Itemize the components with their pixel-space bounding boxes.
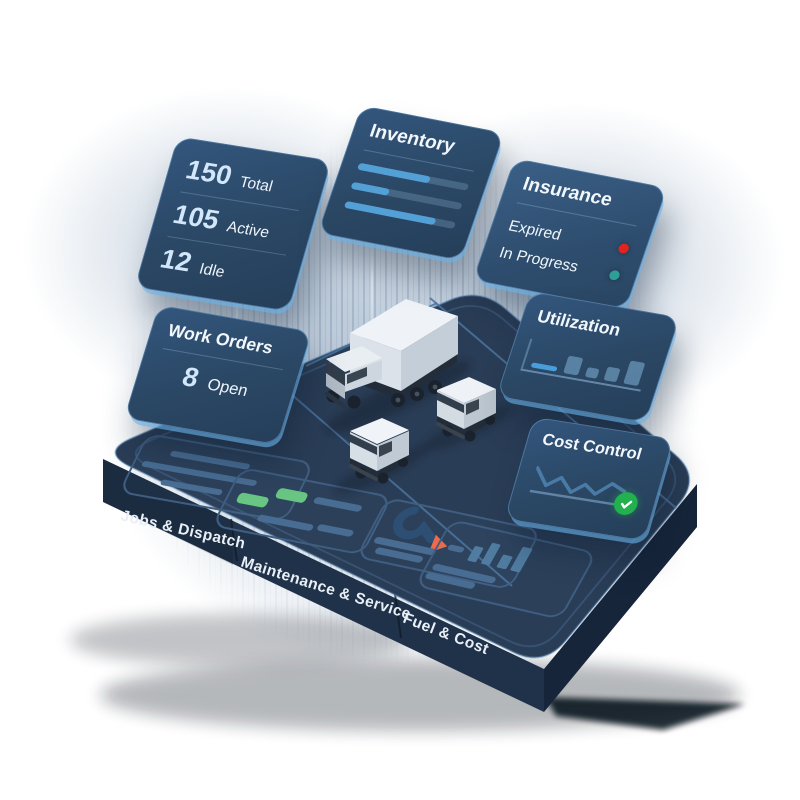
wheel bbox=[485, 415, 495, 425]
wrench-icon bbox=[393, 506, 437, 544]
chart-bar bbox=[563, 355, 584, 376]
sparkline-baseline bbox=[529, 489, 619, 506]
in-progress-status-dot-icon bbox=[607, 269, 622, 281]
bumper bbox=[349, 464, 378, 481]
stat-value: 12 bbox=[157, 243, 196, 278]
van-roof bbox=[437, 377, 496, 403]
cost-control-card: Cost Control bbox=[504, 416, 674, 542]
card-title: Inventory bbox=[366, 120, 458, 158]
wheel-hub bbox=[432, 384, 438, 390]
stat-label: Idle bbox=[197, 260, 227, 281]
wheel bbox=[464, 430, 476, 442]
wheel-hub bbox=[414, 391, 420, 397]
van-side-window bbox=[379, 441, 392, 457]
expired-status-dot-icon bbox=[617, 242, 631, 255]
chart-bar bbox=[623, 360, 646, 387]
cost-sparkline-chart bbox=[529, 466, 627, 506]
bumper bbox=[436, 422, 465, 439]
ground-shadow-left bbox=[70, 614, 410, 666]
van-side bbox=[377, 431, 409, 471]
sparkline bbox=[535, 466, 627, 496]
hard-shadow-wedge bbox=[545, 697, 745, 730]
bumper bbox=[324, 391, 347, 409]
status-chip-green bbox=[275, 488, 308, 503]
work-orders-value: 8 bbox=[178, 361, 203, 394]
cab-top bbox=[326, 346, 382, 372]
cargo-van-right bbox=[420, 377, 512, 452]
mini-bar bbox=[496, 554, 513, 570]
inventory-bar-fill bbox=[357, 162, 431, 184]
inventory-bar-fill bbox=[343, 200, 437, 226]
stat-value: 105 bbox=[169, 199, 223, 236]
work-orders-label: Open bbox=[205, 375, 251, 401]
fuel-cost-panel bbox=[419, 521, 593, 618]
inventory-bar-fill bbox=[350, 181, 391, 196]
utilization-bar-chart bbox=[520, 338, 651, 392]
cargo-top bbox=[350, 299, 458, 351]
cost-sparkline-area bbox=[525, 457, 648, 517]
box-truck bbox=[324, 299, 471, 434]
chart-bar-highlight bbox=[530, 362, 558, 372]
van-windshield bbox=[437, 392, 464, 413]
wheel bbox=[377, 472, 389, 484]
wheel-hub bbox=[395, 397, 401, 403]
stat-value: 150 bbox=[182, 154, 236, 191]
mini-bar bbox=[467, 546, 484, 563]
cab-window bbox=[347, 367, 367, 384]
van-side-window bbox=[466, 399, 479, 415]
card-connector-line bbox=[371, 249, 373, 327]
stat-label: Active bbox=[224, 218, 272, 242]
wheel bbox=[347, 395, 361, 409]
van-roof bbox=[350, 418, 409, 444]
check-circle-icon bbox=[611, 490, 641, 517]
platform-front-left-face-shade bbox=[103, 459, 233, 565]
cargo-van-front bbox=[333, 418, 425, 494]
mini-bar bbox=[481, 542, 501, 566]
platform-inset-border bbox=[134, 305, 677, 648]
status-chip-green bbox=[236, 492, 269, 508]
platform-seam bbox=[230, 518, 238, 562]
wheel bbox=[398, 457, 408, 467]
card-title: Insurance bbox=[519, 173, 616, 211]
card-title: Work Orders bbox=[165, 320, 276, 358]
road-line bbox=[267, 373, 513, 587]
chart-bar bbox=[603, 366, 621, 383]
cab-front bbox=[326, 373, 345, 399]
chart-bar bbox=[584, 367, 600, 379]
cab-windshield bbox=[326, 361, 345, 386]
card-title: Utilization bbox=[534, 306, 624, 340]
truck-chassis bbox=[351, 352, 457, 400]
van-side bbox=[464, 389, 496, 429]
platform-seam bbox=[394, 593, 402, 639]
platform-front-left-face bbox=[103, 459, 544, 712]
cargo-side bbox=[401, 316, 458, 391]
van-windshield bbox=[350, 434, 377, 455]
stat-label: Total bbox=[237, 173, 275, 196]
platform-front-right-face bbox=[544, 484, 697, 712]
mini-bar bbox=[510, 546, 533, 573]
